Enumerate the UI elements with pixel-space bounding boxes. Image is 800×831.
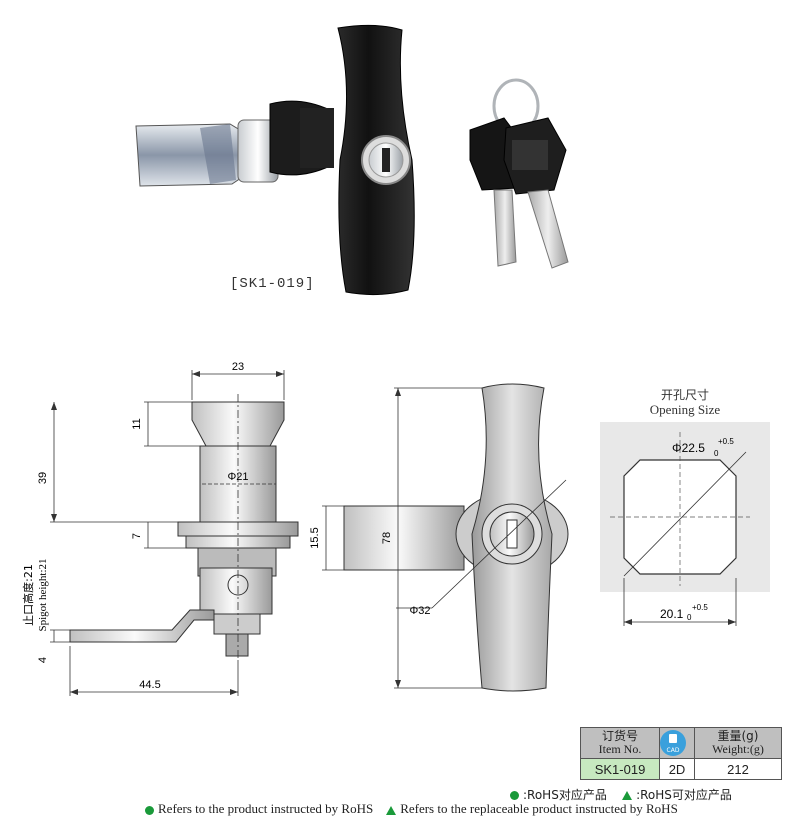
legend-rohs-en: Refers to the product instructed by RoHS	[158, 801, 374, 816]
dim-width-top: 23	[232, 361, 244, 373]
opening-diameter-base: 0	[714, 449, 719, 458]
col-weight-cn: 重量(g)	[717, 729, 759, 743]
dim-cam-length: 44.5	[139, 679, 160, 691]
legend-replaceable-en: Refers to the replaceable product instru…	[400, 801, 678, 816]
cad-icon: CAD	[660, 730, 686, 756]
legend-rohs-cn: :RoHS对应产品	[523, 788, 607, 802]
cad-value: 2D	[659, 758, 695, 780]
cam-plate	[135, 123, 245, 187]
front-dimension-arrows	[395, 388, 401, 688]
col-item-en: Item No.	[598, 742, 642, 756]
opening-flat-base: 0	[687, 613, 692, 622]
keys	[469, 78, 569, 269]
cad-icon-text: CAD	[666, 747, 680, 754]
front-view-part	[343, 383, 569, 692]
dim-cam-thick: 4	[37, 657, 49, 663]
dim-spigot-cn: 止口高度:21	[21, 564, 35, 626]
col-weight-en: Weight:(g)	[712, 742, 764, 756]
legend-replaceable-cn: :RoHS可对应产品	[636, 788, 732, 802]
replaceable-triangle-icon-en	[386, 805, 397, 815]
weight-value: 212	[694, 758, 782, 780]
cad-icon-doc	[669, 734, 677, 743]
dim-front-diameter: Φ32	[409, 605, 430, 617]
col-weight-header: 重量(g) Weight:(g)	[694, 727, 782, 759]
side-view-drawing: 23 11 39 Φ21 7 止口高度:21 Spigot height:21 …	[21, 361, 569, 696]
replaceable-triangle-icon	[622, 791, 633, 800]
product-photo	[135, 24, 569, 296]
side-dimension-arrows	[51, 371, 284, 695]
lock-body	[237, 100, 334, 183]
dim-top-height: 11	[131, 418, 143, 429]
model-label: [SK1-019]	[230, 276, 315, 292]
dim-spigot-en: Spigot height:21	[37, 558, 49, 631]
opening-diameter-tol: +0.5	[718, 437, 734, 446]
opening-size-drawing: Φ22.5 +0.5 0 20.1 +0.5 0	[600, 422, 770, 626]
rohs-dot-icon	[510, 791, 519, 800]
rohs-dot-icon-en	[145, 805, 154, 815]
opening-diameter: Φ22.5	[672, 441, 705, 455]
opening-title-cn: 开孔尺寸	[660, 388, 709, 402]
front-dimension-lines	[322, 387, 567, 689]
dim-diameter: Φ21	[227, 471, 248, 483]
col-cad-header: CAD	[659, 727, 695, 759]
dim-flange: 7	[131, 533, 143, 539]
side-dimension-lines	[50, 370, 285, 696]
opening-flat: 20.1	[660, 607, 684, 621]
dim-front-width: 15.5	[309, 527, 321, 548]
dim-handle-height: 78	[381, 532, 393, 544]
legend-en: Refers to the product instructed by RoHS…	[145, 801, 678, 817]
opening-title-en: Opening Size	[649, 402, 721, 417]
spec-table: 订货号 Item No. CAD 重量(g) Weight:(g) SK1-01…	[580, 727, 782, 780]
col-item-cn: 订货号	[601, 729, 638, 743]
item-no-value: SK1-019	[580, 758, 660, 780]
dim-total-height: 39	[37, 472, 49, 484]
legend-cn: :RoHS对应产品 :RoHS可对应产品	[510, 786, 732, 803]
col-item-header: 订货号 Item No.	[580, 727, 660, 759]
opening-flat-tol: +0.5	[692, 603, 708, 612]
side-view-part	[69, 401, 299, 657]
t-handle	[337, 24, 415, 296]
